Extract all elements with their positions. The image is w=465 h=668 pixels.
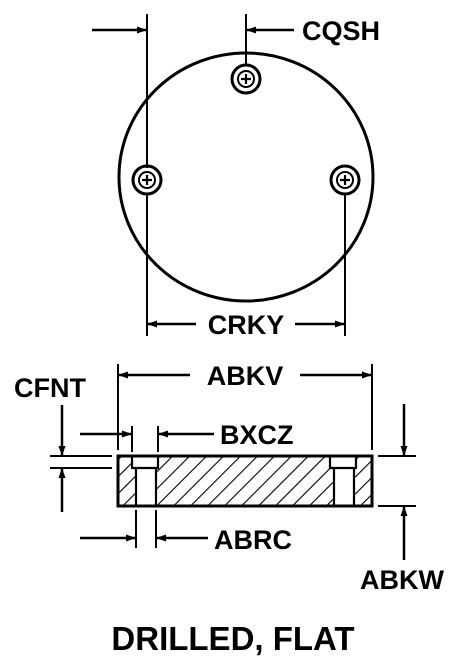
plate-outline bbox=[116, 454, 374, 508]
cfnt-label: CFNT bbox=[14, 373, 86, 403]
dimension-abrc: ABRC bbox=[80, 510, 292, 555]
abrc-label: ABRC bbox=[214, 525, 292, 555]
section-view: ABKV CFNT BXCZ ABRC bbox=[14, 361, 445, 595]
dimension-cfnt: CFNT bbox=[14, 373, 112, 512]
screw-icon bbox=[131, 164, 163, 196]
dimension-cqsh: CQSH bbox=[92, 14, 380, 168]
figure-caption: DRILLED, FLAT bbox=[111, 620, 354, 657]
dimension-abkw: ABKW bbox=[360, 404, 445, 595]
dimension-crky: CRKY bbox=[146, 194, 346, 340]
abkw-label: ABKW bbox=[360, 565, 444, 595]
bxcz-label: BXCZ bbox=[220, 420, 294, 450]
dimension-bxcz: BXCZ bbox=[80, 420, 294, 452]
crky-label: CRKY bbox=[208, 310, 285, 340]
dimension-abkv: ABKV bbox=[117, 361, 373, 450]
screw-icon bbox=[329, 164, 361, 196]
cqsh-label: CQSH bbox=[302, 16, 380, 46]
screw-icon bbox=[230, 63, 262, 95]
top-view: CQSH CRKY bbox=[92, 14, 380, 340]
abkv-label: ABKV bbox=[207, 361, 284, 391]
